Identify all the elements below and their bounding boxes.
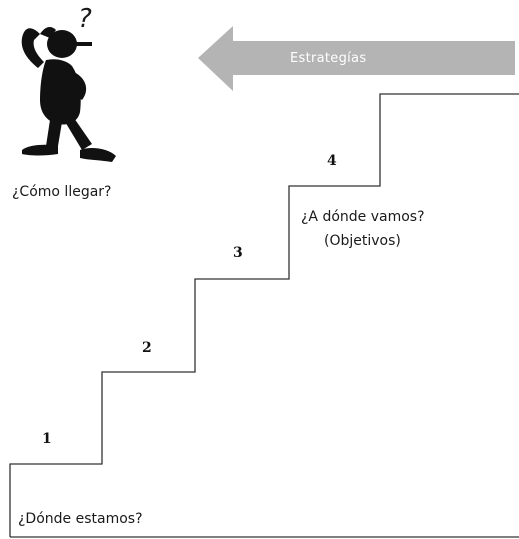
goal-label-line1: ¿A dónde vamos? [301,209,425,225]
step-number-4: 4 [327,153,337,169]
arrow-label: Estrategías [290,51,367,66]
goal-label-line2: (Objetivos) [324,233,401,249]
confused-person-icon [21,27,116,162]
step-number-1: 1 [42,431,52,447]
step-number-2: 2 [142,340,152,356]
figure-caption: ¿Cómo llegar? [12,184,112,200]
question-mark: ? [78,4,92,34]
bottom-label: ¿Dónde estamos? [18,511,143,527]
step-number-3: 3 [233,245,243,261]
